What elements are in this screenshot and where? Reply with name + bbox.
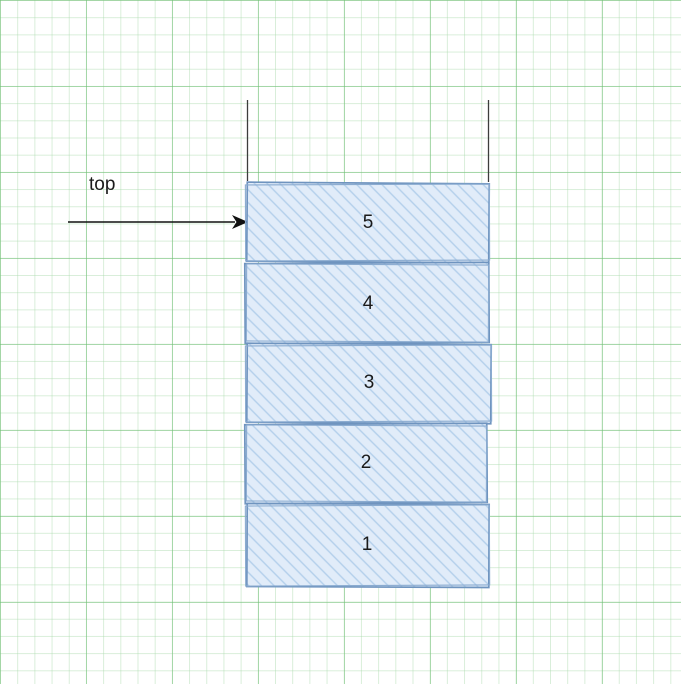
stack-box: [244, 342, 493, 425]
top-arrowhead-icon: [232, 215, 248, 229]
stack-item-value: 1: [361, 534, 373, 555]
stack-item-value: 3: [363, 372, 375, 393]
stack-item-value: 5: [362, 212, 374, 233]
stack-box: [243, 422, 489, 505]
stack-box: [243, 261, 491, 345]
stack-item-value: 4: [362, 293, 374, 314]
stack-item-value: 2: [360, 452, 372, 473]
stack-box: [244, 181, 491, 264]
stack-box: [244, 502, 491, 589]
top-arrow: [68, 215, 248, 229]
top-label: top: [89, 174, 116, 195]
